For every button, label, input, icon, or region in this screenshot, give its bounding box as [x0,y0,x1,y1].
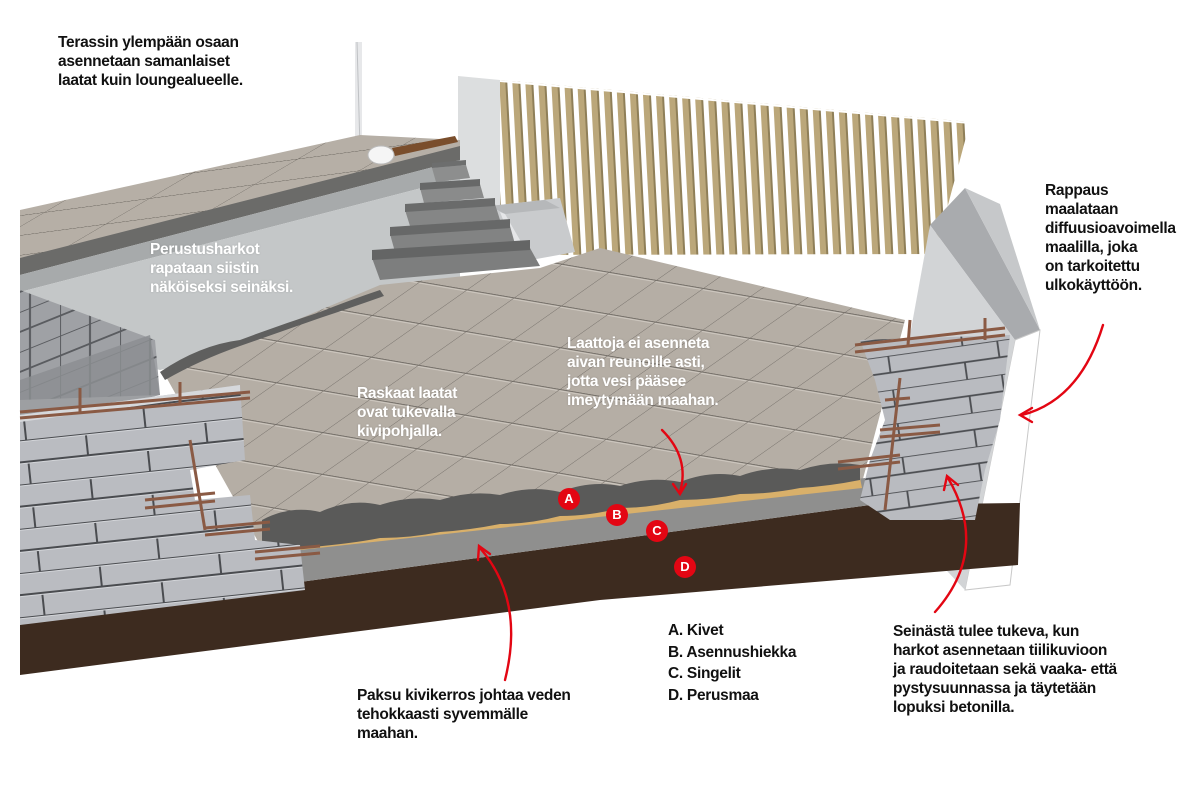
block-wall-left [19,382,321,625]
label-upper-terrace-line: asennetaan samanlaiset [58,53,230,70]
label-stone-layer-line: tehokkaasti syvemmälle [357,706,528,723]
legend-item-a: A. Kivet [668,622,724,639]
label-wall-strength-line: lopuksi betonilla. [893,699,1015,716]
layer-marker-b: B [606,504,628,526]
label-tile-edges: Laattoja ei asenneta aivan reunoille ast… [567,334,719,410]
label-render-paint: Rappaus maalataan diffuusioavoimella maa… [1045,181,1176,295]
slatted-fence [458,76,970,262]
foundation-frame-left [20,290,160,430]
label-heavy-tiles: Raskaat laatat ovat tukevalla kivipohjal… [357,384,457,441]
tiled-floor [165,248,905,545]
label-heavy-tiles-line: kivipohjalla. [357,423,442,440]
gravel-layer [300,478,870,582]
rebar-left [19,382,321,561]
label-render-paint-line: maalilla, joka [1045,239,1138,256]
label-wall-strength: Seinästä tulee tukeva, kun harkot asenne… [893,622,1117,717]
label-foundation-blocks: Perustusharkot rapataan siistin näköisek… [150,240,293,297]
arrow-tile-edges-head [671,482,688,497]
label-render-paint-line: ulkokäyttöön. [1045,277,1142,294]
arrow-render [1020,323,1105,417]
label-upper-terrace-line: Terassin ylempään osaan [58,34,239,51]
layer-legend: A. Kivet B. Asennushiekka C. Singelit D.… [668,620,796,706]
label-foundation-blocks-line: rapataan siistin [150,260,259,277]
layer-marker-a: A [558,488,580,510]
label-tile-edges-line: Laattoja ei asenneta [567,335,710,352]
label-render-paint-line: on tarkoitettu [1045,258,1140,275]
label-heavy-tiles-line: ovat tukevalla [357,404,456,421]
arrow-render-head [1017,406,1034,424]
label-tile-edges-line: jotta vesi pääsee [567,373,686,390]
arrow-tile-edges [660,428,684,494]
label-tile-edges-line: aivan reunoille asti, [567,354,705,371]
label-upper-terrace-line: laatat kuin loungealueelle. [58,72,243,89]
label-wall-strength-line: pystysuunnassa ja täytetään [893,680,1096,697]
rebar-right [837,318,1006,511]
label-foundation-blocks-line: Perustusharkot [150,241,260,258]
soil-layer [20,503,1020,675]
label-wall-strength-line: ja raudoitetaan sekä vaaka- että [893,661,1117,678]
label-stone-layer: Paksu kivikerros johtaa veden tehokkaast… [357,686,571,743]
label-render-paint-line: Rappaus [1045,182,1109,199]
arrow-stone-layer [478,546,513,682]
label-wall-strength-line: harkot asennetaan tiilikuvioon [893,642,1108,659]
label-render-paint-line: maalataan [1045,201,1119,218]
legend-item-c: C. Singelit [668,665,741,682]
label-heavy-tiles-line: Raskaat laatat [357,385,458,402]
arrow-wall [933,476,968,614]
stepped-platform [372,160,540,280]
legend-item-d: D. Perusmaa [668,686,759,704]
arrow-stone-layer-head [476,543,492,562]
legend-item-b: B. Asennushiekka [668,643,797,661]
label-render-paint-line: diffuusioavoimella [1045,220,1176,237]
annotation-arrows [476,323,1105,682]
label-foundation-blocks-line: näköiseksi seinäksi. [150,279,294,296]
block-wall-right [837,318,1010,520]
label-stone-layer-line: Paksu kivikerros johtaa veden [357,687,571,704]
label-tile-edges-line: imeytymään maahan. [567,392,719,409]
label-wall-strength-line: Seinästä tulee tukeva, kun [893,623,1080,640]
layer-marker-c: C [646,520,668,542]
layer-marker-d: D [674,556,696,578]
label-stone-layer-line: maahan. [357,725,418,742]
arrow-wall-head [942,473,960,492]
label-upper-terrace: Terassin ylempään osaan asennetaan saman… [58,33,243,90]
white-stone-decoration [367,145,395,165]
stone-border-back [160,290,384,380]
back-wall-left [355,41,362,150]
